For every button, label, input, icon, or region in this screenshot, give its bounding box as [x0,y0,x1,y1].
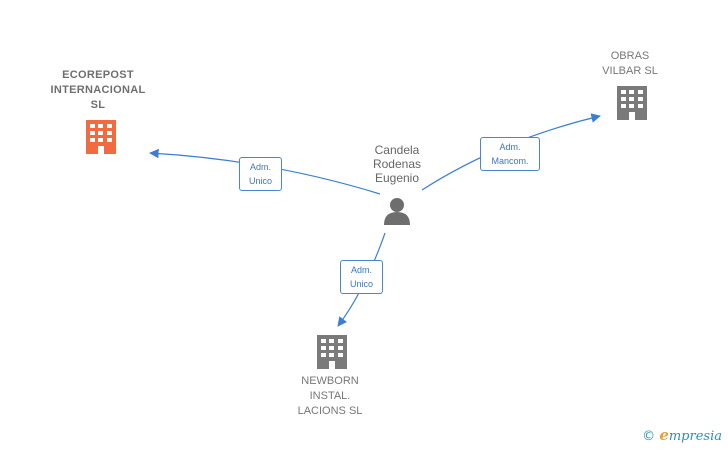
building-icon[interactable] [617,86,647,120]
brand-initial: e [659,426,669,444]
company-label-newborn[interactable]: NEWBORN INSTAL. LACIONS SL [297,375,363,417]
edge-label-newborn[interactable]: Adm. Unico [340,260,383,294]
building-icon[interactable] [86,120,116,154]
edge-label-ecorepost[interactable]: Adm. Unico [239,157,282,191]
person-label[interactable]: Candela Rodenas Eugenio [372,143,422,185]
edge-label-obras[interactable]: Adm. Mancom. [480,137,540,171]
company-label-ecorepost[interactable]: ECOREPOST INTERNACIONAL SL [50,69,146,111]
company-label-obras[interactable]: OBRAS VILBAR SL [602,50,658,77]
person-icon[interactable] [384,198,410,225]
empresia-watermark: © empresia [642,426,722,444]
copyright-symbol: © [642,429,656,444]
brand-name: mpresia [668,429,722,444]
building-icon[interactable] [317,335,347,369]
